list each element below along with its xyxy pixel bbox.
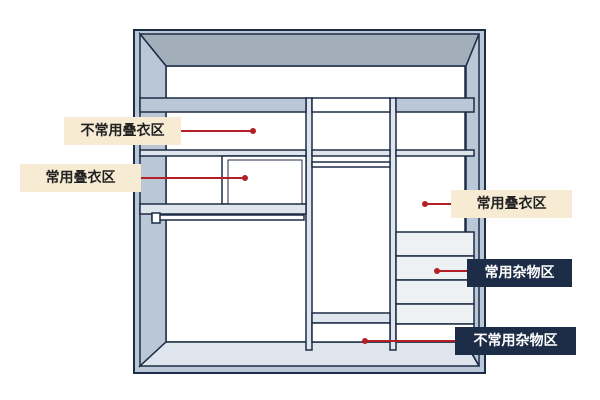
pointer-5 bbox=[362, 338, 455, 344]
pointer-2 bbox=[141, 175, 248, 181]
shelf-left-lower bbox=[139, 203, 307, 215]
label-frequently-used-folded-clothes-left: 常用叠衣区 bbox=[20, 164, 141, 192]
hanging-rod-left bbox=[151, 214, 305, 221]
hanging-rod-left-bracket bbox=[151, 212, 161, 224]
label-rarely-used-folded-clothes: 不常用叠衣区 bbox=[64, 117, 181, 145]
shelf-second-middle bbox=[311, 149, 391, 157]
drawer-4 bbox=[395, 303, 475, 325]
divider-right bbox=[389, 97, 397, 351]
label-rarely-used-sundries: 不常用杂物区 bbox=[455, 327, 576, 355]
cabinet-top-panel bbox=[138, 33, 481, 67]
shelf-middle-bottom bbox=[311, 312, 391, 324]
pointer-4 bbox=[434, 268, 467, 274]
shelf-second-right bbox=[395, 149, 475, 157]
drawer-3 bbox=[395, 279, 475, 305]
label-frequently-used-sundries: 常用杂物区 bbox=[467, 259, 572, 287]
drawer-1 bbox=[395, 231, 475, 257]
shelf-top-middle bbox=[311, 97, 391, 113]
pointer-1 bbox=[181, 128, 256, 134]
shelf-top-left bbox=[139, 97, 307, 113]
cabinet-left-panel bbox=[139, 31, 167, 368]
hanging-rod-middle bbox=[311, 161, 391, 168]
label-frequently-used-folded-clothes-right: 常用叠衣区 bbox=[451, 190, 572, 218]
shelf-second-left bbox=[139, 149, 307, 157]
shelf-top-right bbox=[395, 97, 475, 113]
divider-left bbox=[305, 97, 313, 351]
drawer-2 bbox=[395, 255, 475, 281]
left-small-box-inner bbox=[227, 159, 303, 205]
pointer-3 bbox=[422, 201, 451, 207]
bottom-left-base bbox=[311, 322, 391, 343]
